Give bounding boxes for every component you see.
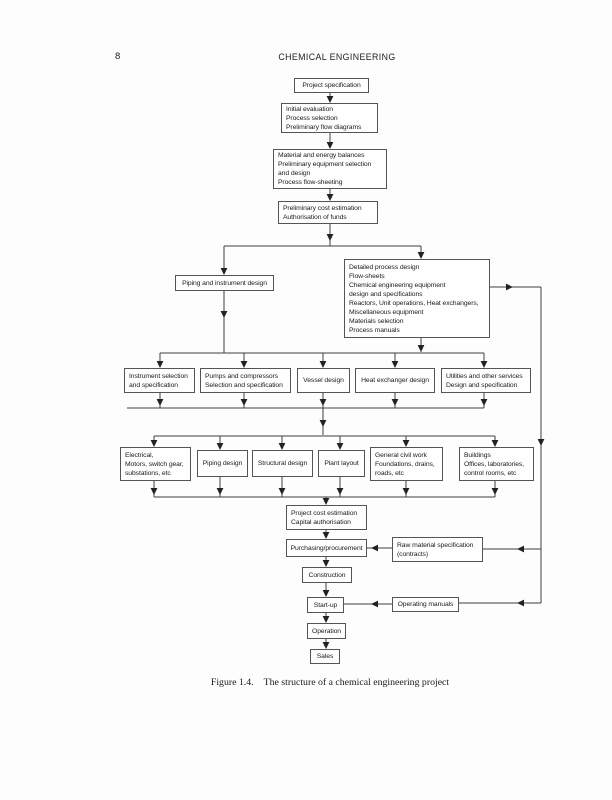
figure-caption: Figure 1.4. The structure of a chemical e… <box>211 677 449 688</box>
node-text-line: Piping design <box>202 460 243 467</box>
node-text-line: (contracts) <box>397 550 429 558</box>
node-text-line: Instrument selection <box>129 372 188 380</box>
figure-caption-text: The structure of a chemical engineering … <box>263 677 450 688</box>
node-text-line: Miscellaneous equipment <box>349 308 424 316</box>
node-text-line: Utilities and other services <box>446 372 523 380</box>
node-text-line: Structural design <box>257 460 308 467</box>
node-text-line: Motors, switch gear, <box>125 460 184 468</box>
node-text-line: Operating manuals <box>397 601 454 608</box>
node-text-line: Sales <box>316 653 334 660</box>
node-text-line: Process flow-sheeting <box>278 179 343 186</box>
node-text-line: Construction <box>308 571 346 579</box>
node-text-line: Flow-sheets <box>349 272 385 280</box>
node-start-up: Start-up <box>307 597 344 613</box>
node-text-line: Vessel design <box>303 377 344 384</box>
node-vessel-design: Vessel design <box>297 368 350 393</box>
node-raw-material-specification: Raw material specification(contracts) <box>392 537 483 562</box>
node-text-line: Process selection <box>286 114 338 122</box>
node-text-line: Preliminary flow diagrams <box>286 123 362 131</box>
figure-caption-label: Figure 1.4. <box>210 677 254 688</box>
node-text-line: Foundations, drains, <box>375 460 435 468</box>
node-text-line: Material and energy balances <box>278 152 365 159</box>
node-sales: Sales <box>310 649 340 664</box>
running-header: CHEMICAL ENGINEERING <box>278 52 396 62</box>
node-text-line: Buildings <box>464 451 491 459</box>
node-text-line: Pumps and compressors <box>205 372 279 380</box>
node-text-line: Materials selection <box>349 317 404 325</box>
node-text-line: roads, etc <box>375 469 404 477</box>
node-piping-and-instrument-design: Piping and instrument design <box>175 275 274 291</box>
node-text-line: Initial evaluation <box>286 105 333 113</box>
node-text-line: and specification <box>129 381 178 389</box>
node-text-line: Operation <box>312 627 341 635</box>
node-text-line: and design <box>278 170 311 177</box>
node-text-line: substations, etc <box>125 469 171 477</box>
node-piping-design: Piping design <box>197 450 248 477</box>
node-text-line: Reactors, Unit operations, Heat exchange… <box>349 299 479 307</box>
node-text-line: control rooms, etc <box>464 469 517 477</box>
node-electrical: Electrical,Motors, switch gear,substatio… <box>120 447 191 481</box>
node-construction: Construction <box>302 567 352 583</box>
node-operation: Operation <box>307 623 346 639</box>
node-purchasing-procurement: Purchasing/procurement <box>286 539 367 557</box>
node-structural-design: Structural design <box>252 450 313 477</box>
node-text-line: Heat exchanger design <box>361 377 429 384</box>
node-text-line: Authorisation of funds <box>283 213 347 221</box>
node-text-line: General civil work <box>375 451 427 459</box>
node-text-line: Preliminary equipment selection <box>278 161 372 168</box>
node-text-line: Start-up <box>313 601 338 609</box>
node-heat-exchanger-design: Heat exchanger design <box>355 368 435 393</box>
node-text-line: Selection and specification <box>205 381 283 389</box>
node-text-line: Purchasing/procurement <box>290 544 363 552</box>
node-text-line: Piping and instrument design <box>182 279 267 287</box>
page-number: 8 <box>115 51 121 62</box>
node-plant-layout: Plant layout <box>318 450 365 477</box>
node-project-specification: Project specification <box>294 78 369 93</box>
node-text-line: Plant layout <box>324 460 359 467</box>
node-text-line: Electrical, <box>125 451 154 459</box>
node-text-line: Chemical engineering equipment <box>349 281 446 289</box>
node-text-line: Offices, laboratories, <box>464 460 525 468</box>
node-text-line: Process manuals <box>349 326 400 334</box>
node-text-line: Detailed process design <box>349 263 420 271</box>
node-operating-manuals: Operating manuals <box>392 597 459 612</box>
node-text-line: Raw material specification <box>397 541 474 549</box>
node-text-line: Project cost estimation <box>291 509 358 517</box>
node-text-line: Project specification <box>302 82 361 89</box>
node-text-line: Capital authorisation <box>291 518 351 526</box>
node-text-line: Design and specification <box>446 381 518 389</box>
node-text-line: design and specifications <box>349 290 423 298</box>
node-text-line: Preliminary cost estimation <box>283 204 362 212</box>
